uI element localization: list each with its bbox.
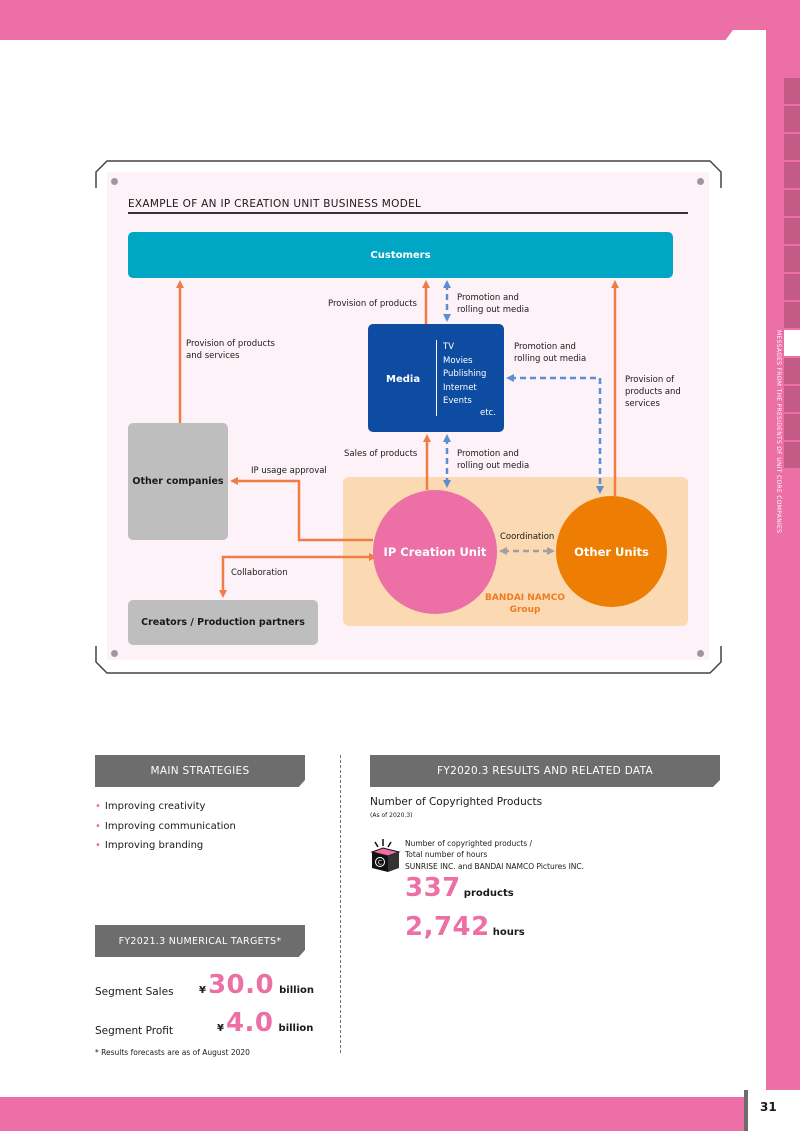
segment-profit-label: Segment Profit: [95, 1025, 173, 1037]
main-strategies-header: MAIN STRATEGIES: [95, 755, 305, 787]
ip-creation-unit-circle: IP Creation Unit: [373, 490, 497, 614]
hours-count-row: 2,742 hours: [405, 912, 525, 942]
media-item: Internet: [443, 382, 477, 393]
copyright-companies: SUNRISE INC. and BANDAI NAMCO Pictures I…: [405, 862, 585, 871]
corner-dot: [697, 178, 704, 185]
side-tab[interactable]: [784, 274, 800, 300]
side-tab[interactable]: [784, 386, 800, 412]
results-header: FY2020.3 RESULTS AND RELATED DATA: [370, 755, 720, 787]
label-provision-right: Provision of products and services: [625, 375, 681, 409]
customers-box: Customers: [128, 232, 673, 278]
column-divider: [340, 755, 341, 1053]
strategy-item: Improving communication: [95, 817, 236, 837]
creators-box: Creators / Production partners: [128, 600, 318, 645]
side-tab[interactable]: [784, 414, 800, 440]
footnote: * Results forecasts are as of August 202…: [95, 1048, 250, 1057]
diagram-title: EXAMPLE OF AN IP CREATION UNIT BUSINESS …: [128, 198, 422, 210]
page-number-box: [746, 1090, 800, 1131]
label-provision-products-services: Provision of products and services: [186, 339, 275, 361]
hours-count: 2,742: [405, 912, 490, 942]
side-tab[interactable]: [784, 78, 800, 104]
numerical-targets-header: FY2021.3 NUMERICAL TARGETS*: [95, 925, 305, 957]
strategy-item: Improving branding: [95, 836, 236, 856]
corner-dot: [111, 650, 118, 657]
segment-sales-label: Segment Sales: [95, 986, 174, 998]
media-list: TV Movies Publishing Internet Events: [443, 341, 486, 409]
media-item: Events: [443, 396, 472, 406]
numerical-targets-title: FY2021.3 NUMERICAL TARGETS*: [118, 935, 282, 947]
corner-dot: [111, 178, 118, 185]
media-etc: etc.: [480, 408, 496, 418]
group-label-line: BANDAI NAMCO: [485, 593, 565, 603]
group-label: BANDAI NAMCO Group: [470, 592, 580, 616]
side-tab[interactable]: [784, 162, 800, 188]
label-sales-of-products: Sales of products: [344, 449, 418, 459]
media-item: Publishing: [443, 369, 487, 379]
page-number-bar: [744, 1090, 748, 1131]
currency-symbol: ¥: [199, 985, 206, 996]
label-promotion-right: Promotion and rolling out media: [514, 342, 587, 364]
other-companies-box: Other companies: [128, 423, 228, 540]
copyrighted-products-title: Number of Copyrighted Products: [370, 796, 543, 808]
products-count: 337: [405, 873, 461, 903]
dashed-arrow-media-other-units: [506, 374, 604, 494]
media-label: Media: [386, 374, 421, 385]
side-tab[interactable]: [784, 246, 800, 272]
as-of-date: (As of 2020.3): [370, 812, 413, 819]
label-provision-of-products: Provision of products: [328, 299, 417, 309]
products-count-row: 337 products: [405, 873, 514, 903]
side-section-title: MESSAGES FROM THE PRESIDENTS OF UNIT COR…: [775, 330, 782, 534]
label-coordination: Coordination: [500, 532, 555, 542]
arrow-collaboration: [219, 553, 377, 598]
side-tab[interactable]: [784, 218, 800, 244]
label-promotion-top: Promotion and rolling out media: [457, 293, 530, 315]
label-promotion-bottom: Promotion and rolling out media: [457, 449, 530, 471]
media-divider: [436, 340, 437, 416]
strategy-item: Improving creativity: [95, 797, 236, 817]
arrow-ip-usage-approval: [230, 477, 373, 542]
side-tab-active[interactable]: [784, 330, 800, 356]
side-tab[interactable]: [784, 302, 800, 328]
group-label-line: Group: [509, 605, 541, 615]
diagram-title-rule: [128, 212, 688, 214]
label-collaboration: Collaboration: [231, 568, 288, 578]
other-units-circle: Other Units: [556, 496, 667, 607]
strategies-list: Improving creativity Improving communica…: [95, 797, 236, 856]
side-tab[interactable]: [784, 134, 800, 160]
media-box: Media TV Movies Publishing Internet Even…: [368, 324, 504, 432]
side-tab[interactable]: [784, 442, 800, 468]
bottom-band: [0, 1097, 800, 1131]
side-tab-index: [784, 78, 800, 470]
svg-text:C: C: [378, 860, 382, 867]
products-unit: products: [463, 888, 514, 899]
segment-sales-value-row: ¥ 30.0 billion: [199, 970, 314, 1000]
segment-profit-value: 4.0: [225, 1008, 274, 1038]
segment-profit-value-row: ¥ 4.0 billion: [217, 1008, 313, 1038]
page-number: 31: [760, 1100, 777, 1114]
diagram-frame: [95, 160, 722, 674]
currency-symbol: ¥: [217, 1023, 224, 1034]
segment-sales-value: 30.0: [207, 970, 275, 1000]
label-ip-usage-approval: IP usage approval: [251, 466, 327, 476]
side-tab[interactable]: [784, 190, 800, 216]
hours-unit: hours: [492, 927, 525, 938]
side-tab[interactable]: [784, 106, 800, 132]
side-tab[interactable]: [784, 358, 800, 384]
segment-sales-unit: billion: [279, 985, 314, 996]
segment-profit-unit: billion: [278, 1023, 314, 1034]
top-band: [0, 0, 800, 40]
copyright-box-icon: C: [370, 839, 401, 872]
right-sidebar: [766, 0, 800, 1131]
media-item: Movies: [443, 355, 473, 366]
media-item: TV: [443, 342, 455, 352]
corner-dot: [697, 650, 704, 657]
copyright-subtitle: Number of copyrighted products / Total n…: [405, 839, 533, 859]
